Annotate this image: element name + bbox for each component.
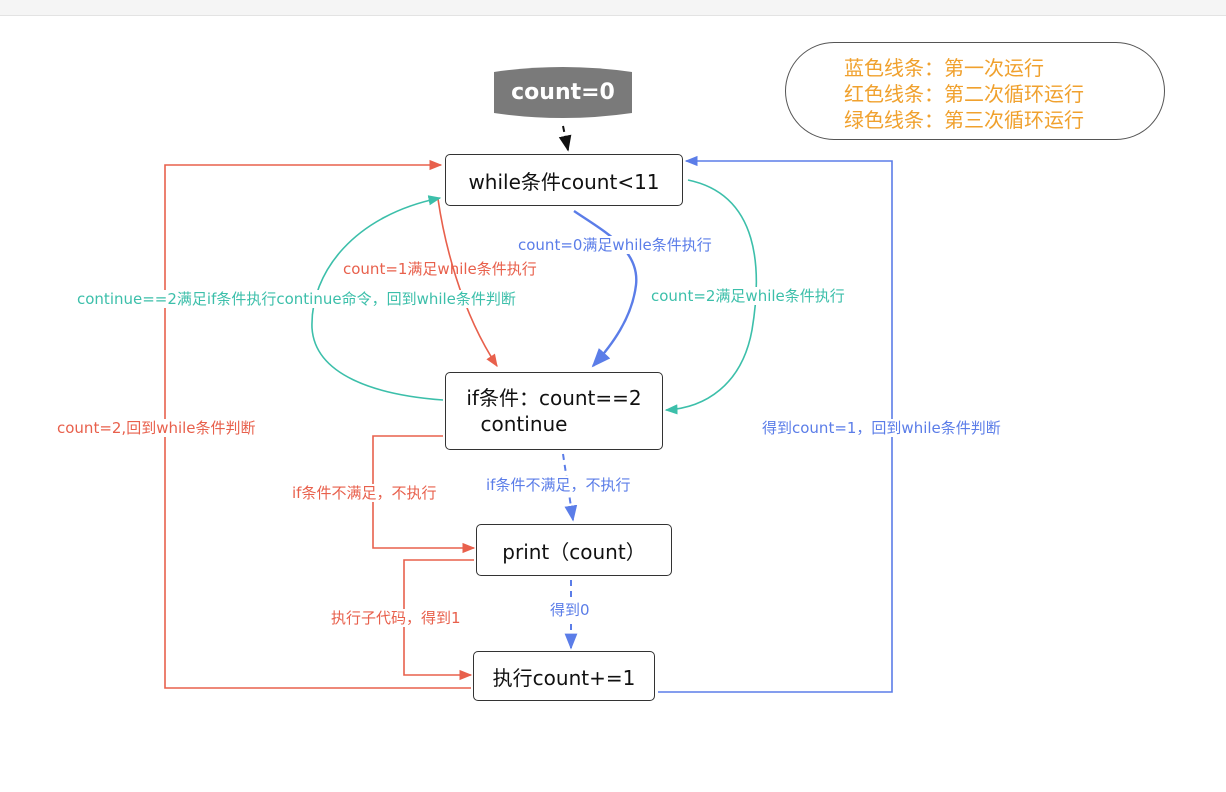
label-red-back: count=2,回到while条件判断 [57,419,256,437]
while-condition-node: while条件count<11 [445,154,683,206]
label-blue-if-not: if条件不满足，不执行 [486,476,631,494]
legend-red: 红色线条：第二次循环运行 [844,82,1084,106]
edge-start-to-while [558,125,572,152]
print-node: print（count） [476,524,672,576]
print-label: print（count） [502,539,646,564]
label-green-continue: continue==2满足if条件执行continue命令，回到while条件判… [77,290,516,308]
while-condition-label: while条件count<11 [468,169,660,194]
if-condition-node: if条件：count==2 continue [445,372,663,450]
label-blue-back: 得到count=1，回到while条件判断 [762,419,1001,437]
edge-blue-while-to-if [573,210,638,368]
label-red-exec: 执行子代码，得到1 [331,609,461,627]
start-node: count=0 [491,64,635,121]
increment-node: 执行count+=1 [473,651,655,701]
legend-green: 绿色线条：第三次循环运行 [844,108,1084,132]
increment-label: 执行count+=1 [492,665,636,690]
edge-green-while-to-if [664,179,758,415]
if-continue-label: continue [480,412,568,436]
label-red-if-not: if条件不满足，不执行 [292,484,437,502]
label-red-count1: count=1满足while条件执行 [343,260,537,278]
start-node-shape [494,67,632,118]
if-condition-label: if条件：count==2 [466,386,642,410]
legend: 蓝色线条：第一次运行 红色线条：第二次循环运行 绿色线条：第三次循环运行 [785,42,1165,140]
label-blue-count0: count=0满足while条件执行 [518,236,712,254]
top-bar [0,0,1226,16]
label-blue-get0: 得到0 [550,601,590,619]
start-node-label: count=0 [511,80,615,105]
edge-red-while-to-if [437,198,498,368]
label-green-count2: count=2满足while条件执行 [651,287,845,305]
edge-green-if-to-while [311,195,444,401]
legend-blue: 蓝色线条：第一次运行 [844,56,1044,80]
